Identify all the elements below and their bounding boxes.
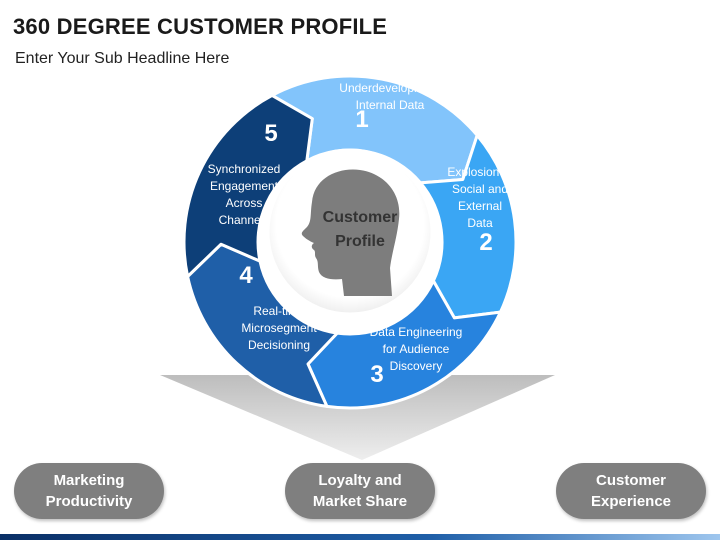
segment-label-line: Underdevelopment [339,81,441,95]
center-label-line1: Customer [323,209,398,226]
outcome-pill-loyalty-market-share: Loyalty and Market Share [285,463,435,519]
segment-label-line: Data Engineering [370,325,463,339]
funnel-shadow [160,375,555,460]
slide-title: 360 DEGREE CUSTOMER PROFILE [13,14,388,39]
segment-label-line: Real-time [253,304,305,318]
segment-number-5: 5 [264,120,277,147]
outcome-pill-marketing-productivity: Marketing Productivity [14,463,164,519]
segment-number-1: 1 [355,106,368,133]
cycle-segment-5 [182,93,314,279]
segment-label-line: Channels [219,213,270,227]
slide-subtitle: Enter Your Sub Headline Here [15,50,230,67]
segment-number-3: 3 [370,361,383,388]
segment-label-line: External [458,199,502,213]
segment-label-line: Internal Data [356,98,425,112]
segment-label-line: Engagement [210,179,279,193]
segment-label-line: Decisioning [248,338,310,352]
outcome-pill-customer-experience: Customer Experience [556,463,706,519]
segment-number-2: 2 [479,229,492,256]
segment-label-line: Data [467,216,493,230]
segment-label-line: Discovery [390,359,443,373]
center-label-line2: Profile [335,233,385,250]
segment-label-line: Social and [452,182,508,196]
segment-number-4: 4 [239,262,253,289]
segment-label-line: Across [226,196,263,210]
segment-label-line: for Audience [383,342,450,356]
bottom-accent-bar [0,534,720,540]
segment-label-line: Microsegment [241,321,317,335]
head-silhouette-icon [301,169,400,296]
segment-label-line: Synchronized [208,162,281,176]
segment-label-line: Explosion of [447,165,513,179]
